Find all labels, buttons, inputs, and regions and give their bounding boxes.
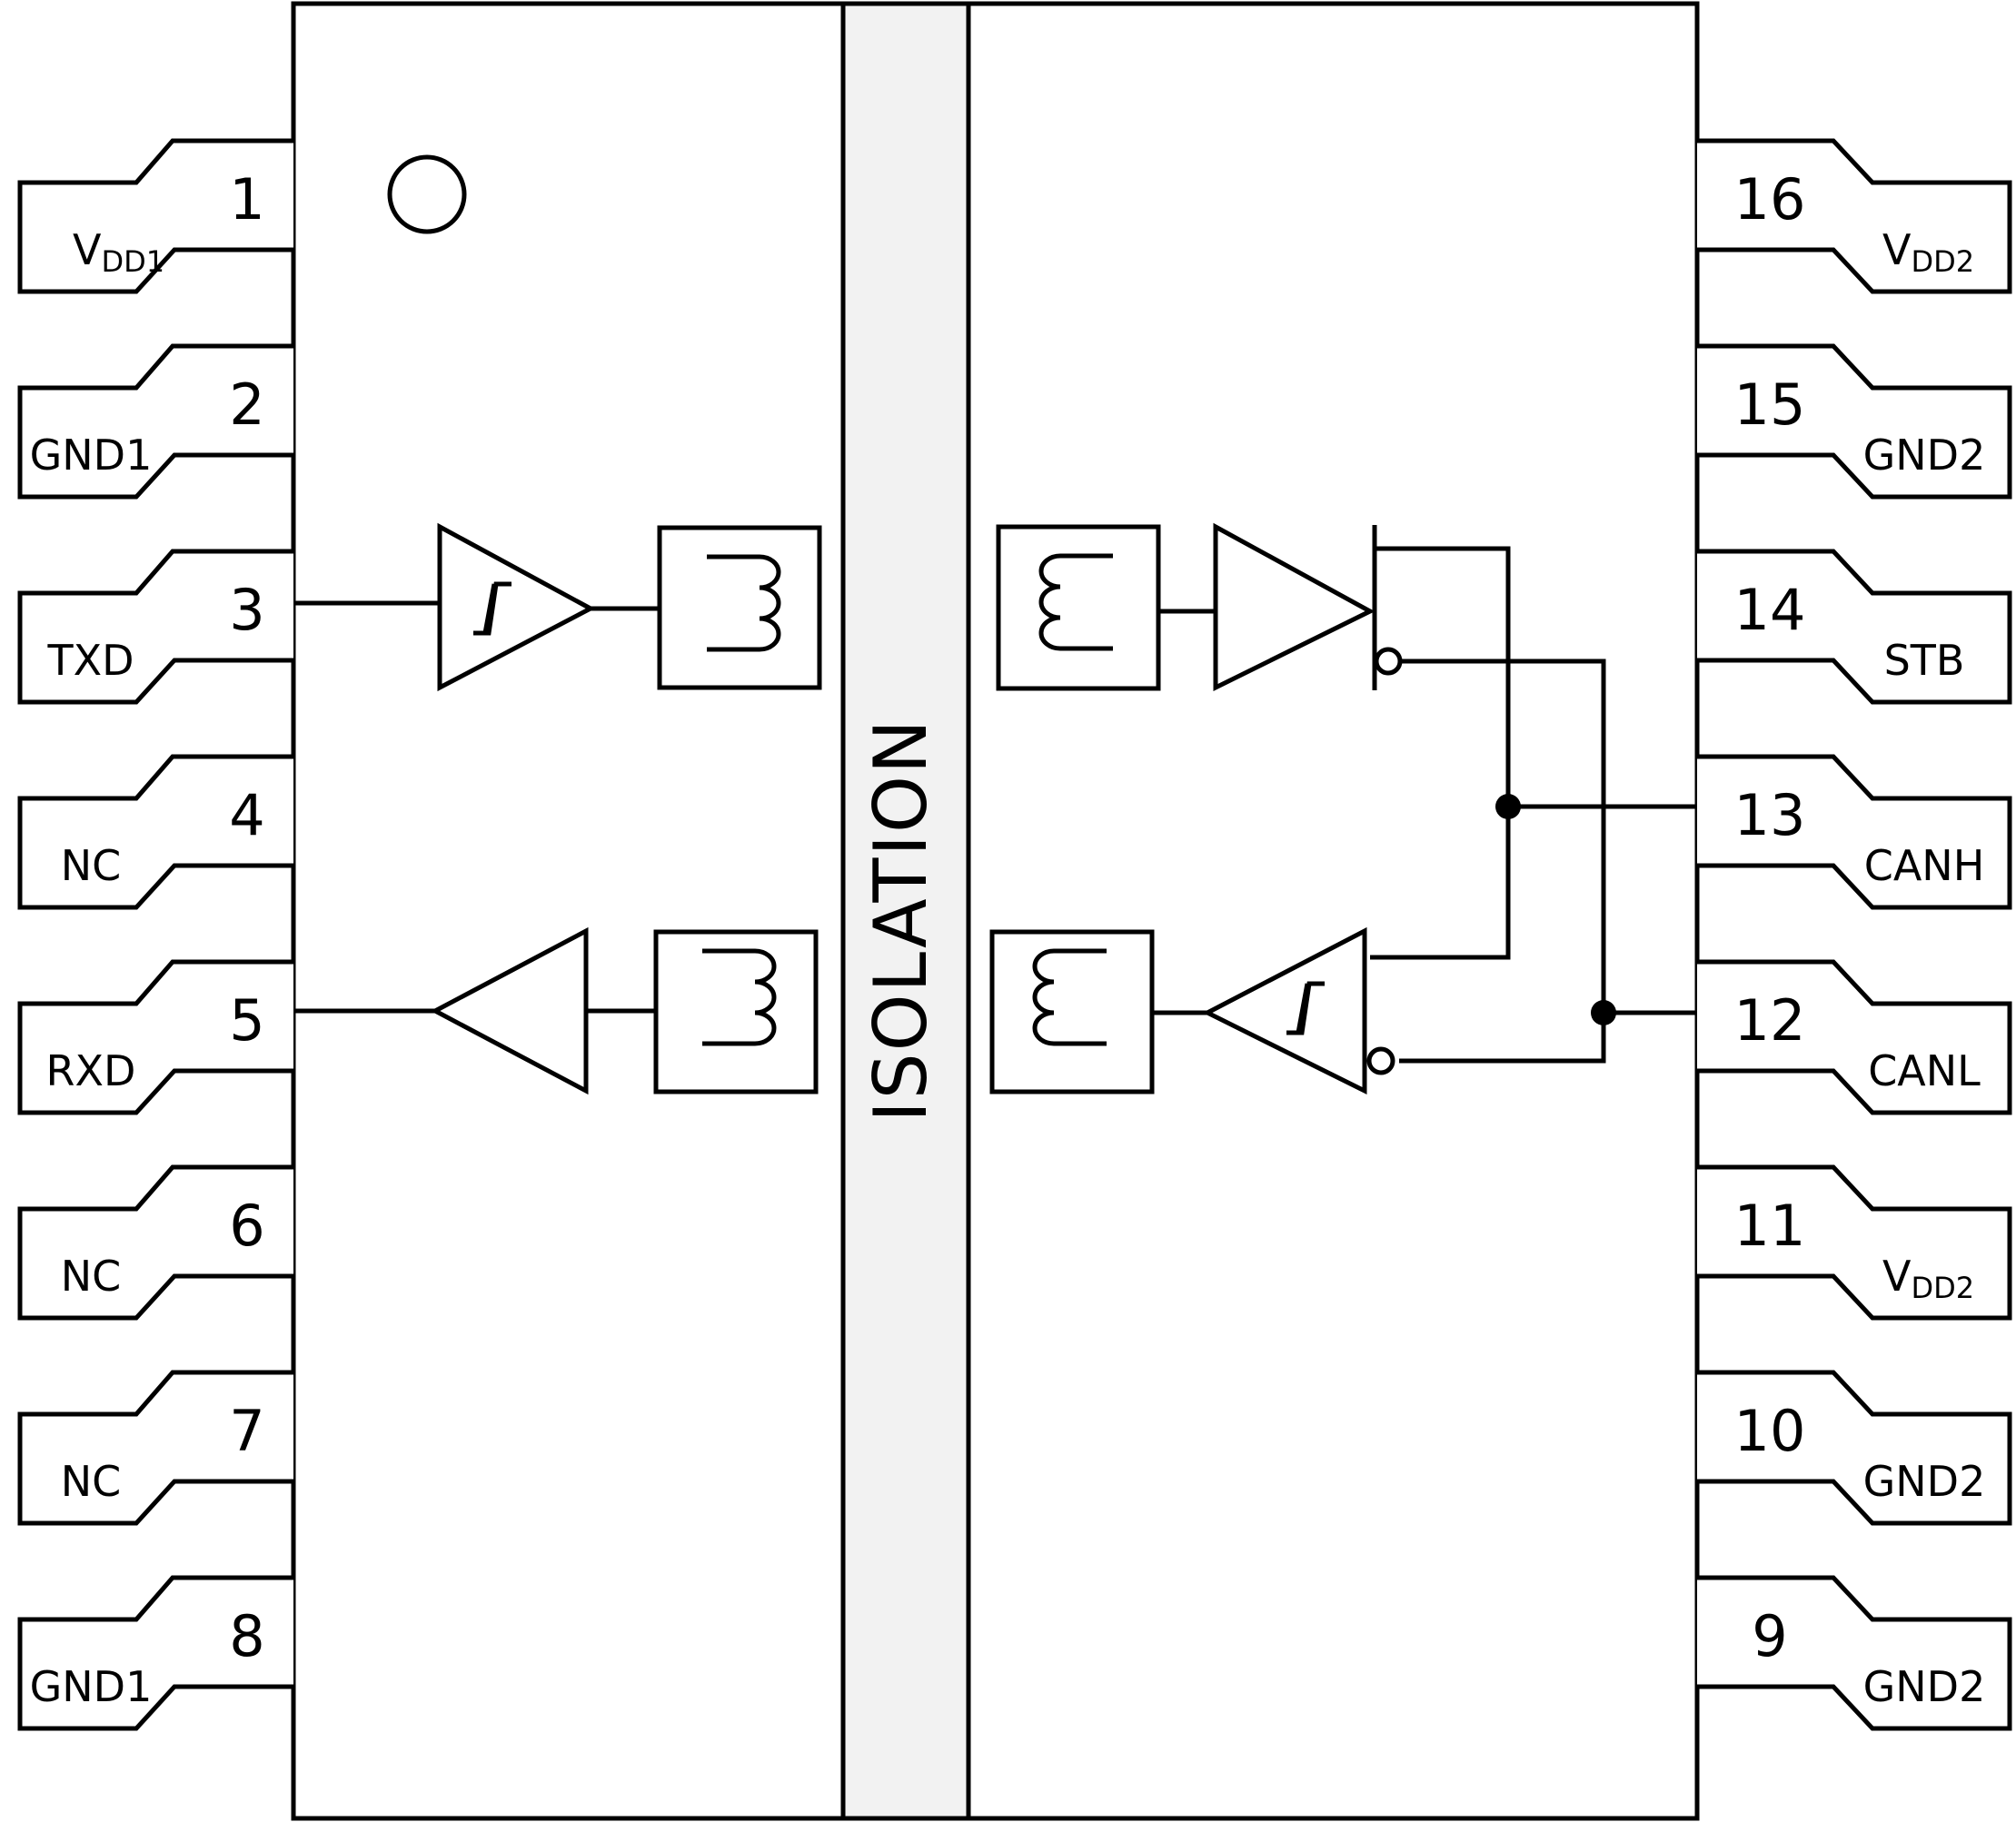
pin-number: 6	[229, 1193, 264, 1259]
driver-isolation-coupler	[996, 524, 1161, 691]
pin-number: 7	[229, 1398, 264, 1464]
pin-number: 16	[1734, 166, 1806, 233]
right-pin-name: GND2	[1863, 1662, 1986, 1711]
pin-number: 9	[1752, 1603, 1787, 1669]
pin-number: 1	[229, 166, 264, 233]
right-pin-name: STB	[1884, 636, 1965, 685]
pin-lead	[17, 1164, 293, 1321]
coil-icon	[1038, 553, 1113, 651]
pin-lead	[17, 1370, 293, 1526]
pin-lead	[1697, 138, 2012, 294]
pin-7: 7NC	[17, 1370, 293, 1526]
right-pin-name: VDD2	[1882, 225, 1974, 279]
isolation-barrier	[840, 1, 971, 1821]
coil-icon	[1032, 948, 1107, 1046]
pin-lead	[1697, 1164, 2012, 1321]
pin-number: 10	[1734, 1398, 1806, 1464]
driver-inverting-bubble	[1374, 647, 1403, 676]
pin-lead	[1697, 1370, 2012, 1526]
pin-lead	[17, 343, 293, 500]
chip-body	[291, 1, 1700, 1821]
receiver-inverting-bubble	[1366, 1046, 1395, 1075]
coil-icon	[707, 554, 781, 652]
pin-number: 15	[1734, 371, 1806, 438]
right-pin-name: GND2	[1863, 1457, 1986, 1506]
pin-lead	[17, 1575, 293, 1731]
left-pin-name: VDD1	[73, 225, 164, 279]
canl-junction-dot	[1591, 1000, 1616, 1025]
pin-4: 4NC	[17, 754, 293, 910]
schmitt-trigger-icon	[1286, 981, 1325, 1035]
pin-number: 13	[1734, 782, 1806, 848]
right-pin-name: CANL	[1868, 1046, 1981, 1095]
can-driver-buffer	[1213, 522, 1375, 692]
pin-number: 2	[229, 371, 264, 438]
pin-lead	[1697, 1575, 2012, 1731]
pin-lead	[1697, 549, 2012, 705]
coil-icon	[702, 948, 777, 1046]
can-receiver-comparator	[1202, 926, 1367, 1095]
pin-6: 6NC	[17, 1164, 293, 1321]
pin-lead	[17, 959, 293, 1115]
pin-lead	[17, 138, 293, 294]
pin-lead	[1697, 343, 2012, 500]
canh-output-wire	[1370, 546, 1511, 960]
txd-schmitt-buffer	[437, 522, 596, 692]
left-pin-name: GND1	[30, 1662, 153, 1711]
receiver-isolation-coupler	[989, 929, 1155, 1094]
pin-number: 12	[1734, 987, 1806, 1054]
rxd-output-buffer	[430, 926, 589, 1095]
pin-number: 14	[1734, 577, 1806, 643]
left-pin-name: NC	[61, 841, 122, 890]
pin-lead	[1697, 959, 2012, 1115]
rxd-isolation-coupler	[653, 929, 819, 1094]
schmitt-trigger-icon	[473, 581, 511, 636]
left-pin-name: NC	[61, 1252, 122, 1301]
canl-output-wire	[1399, 658, 1606, 1064]
pin-lead	[1697, 754, 2012, 910]
right-pin-name: VDD2	[1882, 1252, 1974, 1305]
pin-number: 4	[229, 782, 264, 848]
pin-number: 8	[229, 1603, 264, 1669]
left-pin-name: GND1	[30, 431, 153, 480]
pin-lead	[17, 754, 293, 910]
left-pin-name: TXD	[46, 636, 134, 685]
canh-junction-dot	[1495, 794, 1521, 819]
txd-isolation-coupler	[657, 525, 822, 690]
can-receiver-path	[989, 926, 1395, 1095]
pin-number: 11	[1734, 1193, 1806, 1259]
pin-number: 3	[229, 577, 264, 643]
right-pin-name: CANH	[1864, 841, 1985, 890]
isolation-label: ISOLATION	[859, 718, 943, 1123]
left-pin-name: RXD	[46, 1046, 136, 1095]
right-pin-name: GND2	[1863, 431, 1986, 480]
left-pin-name: NC	[61, 1457, 122, 1506]
rxd-receive-path	[295, 926, 819, 1095]
pin1-indicator-dot	[387, 154, 467, 234]
pin-lead	[17, 549, 293, 705]
right-pin-column: 16VDD215GND214STB13CANH12CANL11VDD210GND…	[1697, 138, 2012, 1731]
can-driver-path	[996, 522, 1697, 1064]
pin-number: 5	[229, 987, 264, 1054]
txd-transmit-path	[295, 522, 822, 692]
